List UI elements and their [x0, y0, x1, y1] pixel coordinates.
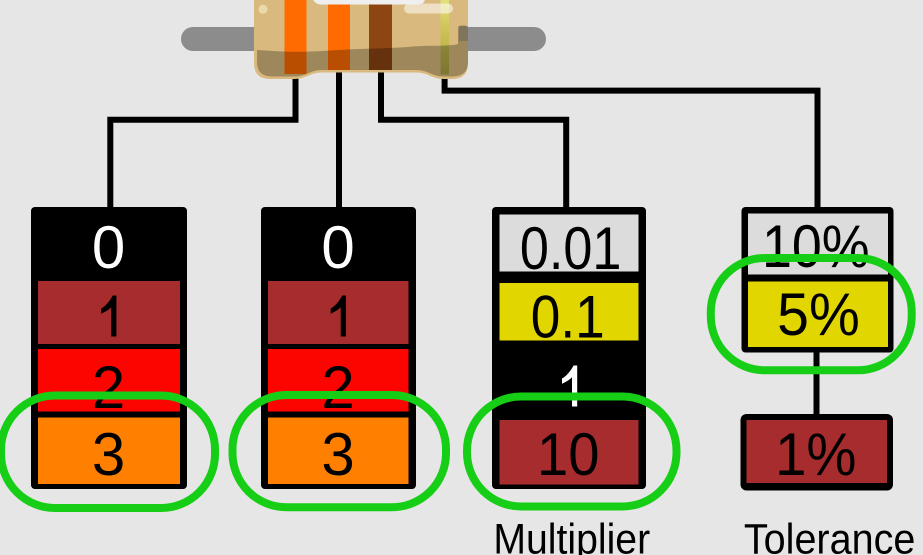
- svg-text:Multiplier: Multiplier: [493, 515, 650, 555]
- svg-text:0.1: 0.1: [531, 285, 605, 352]
- svg-text:1%: 1%: [775, 421, 856, 488]
- svg-text:3: 3: [92, 421, 125, 488]
- svg-text:5%: 5%: [777, 282, 860, 349]
- svg-text:0: 0: [321, 214, 354, 281]
- svg-text:Tolerance: Tolerance: [744, 515, 915, 555]
- svg-text:2: 2: [321, 354, 354, 421]
- svg-text:10: 10: [537, 421, 600, 488]
- svg-text:0: 0: [92, 214, 125, 281]
- svg-text:10%: 10%: [762, 213, 870, 280]
- svg-text:3: 3: [321, 421, 354, 488]
- svg-text:0.01: 0.01: [520, 215, 622, 282]
- svg-text:2: 2: [92, 354, 125, 421]
